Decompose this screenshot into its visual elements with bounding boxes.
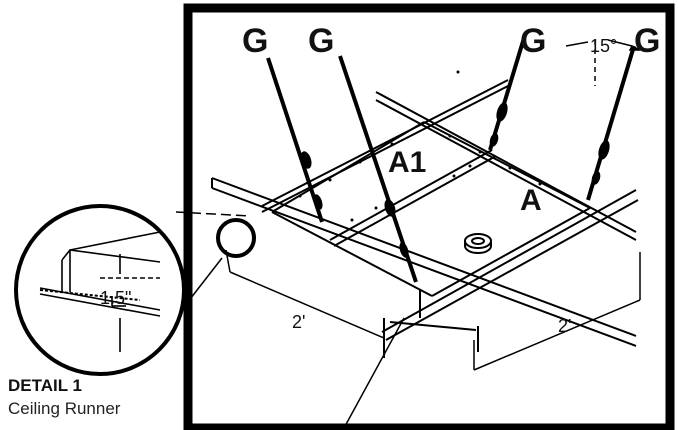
dimension-right-label: 2' (558, 316, 571, 336)
panel-edge-right (431, 207, 591, 297)
label-g-4: G (634, 22, 660, 60)
dimension-lines (225, 249, 641, 429)
dimension-left-label: 2' (292, 312, 305, 332)
panel-edge-left (271, 121, 425, 213)
wire-g1 (266, 57, 324, 223)
label-g-2: G (308, 22, 334, 60)
panel-edge-front (271, 211, 433, 297)
detail-title: DETAIL 1 (8, 376, 82, 395)
label-g-3: G (520, 22, 546, 60)
hanger-wires (266, 37, 636, 283)
ceiling-grid (211, 79, 639, 358)
wire-hardware (300, 102, 610, 258)
label-a: A (520, 184, 542, 217)
angle-indicator (565, 39, 641, 86)
detail-subtitle: Ceiling Runner (8, 399, 121, 418)
runner-back-right (375, 91, 637, 233)
cross-tee (329, 149, 493, 241)
wire-g3 (488, 37, 526, 151)
runner-front-left (211, 177, 637, 337)
runner-back-left (261, 79, 509, 207)
label-a1: A1 (388, 146, 426, 179)
diagram-frame (183, 3, 675, 430)
detail-1-magnifier (14, 204, 186, 376)
panel-edge-back (423, 121, 591, 209)
label-g-1: G (242, 22, 268, 60)
runner-holes (298, 70, 542, 222)
detail-callout-circle (216, 218, 256, 258)
detail-leader-lower (179, 257, 223, 313)
detail-height-label: 1.5" (100, 288, 131, 308)
runner-front-right (381, 189, 637, 333)
runner-front-right-lower (385, 199, 639, 341)
center-fixture (464, 233, 492, 254)
runner-front-left-lower (211, 187, 637, 347)
detail-leader (175, 211, 251, 217)
angle-label: 15° (590, 36, 617, 56)
